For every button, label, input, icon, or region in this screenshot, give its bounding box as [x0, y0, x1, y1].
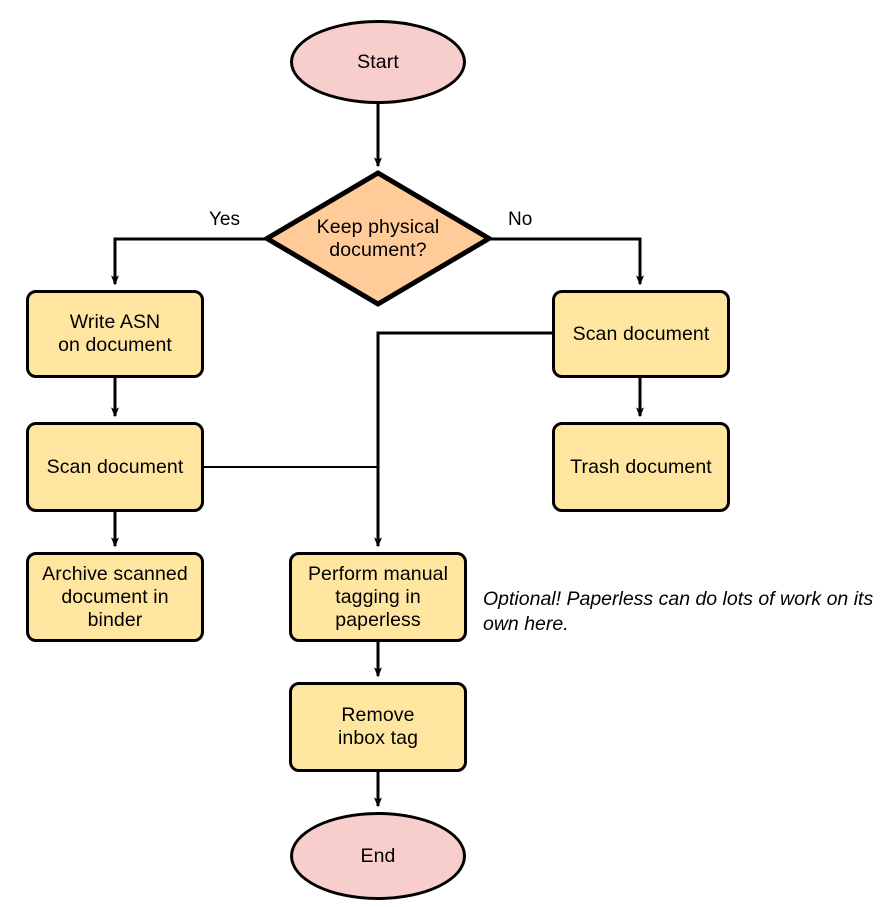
edge-decision-yes-to-write-asn — [111, 237, 266, 286]
diamond-shape — [264, 170, 492, 307]
node-trash-document[interactable]: Trash document — [552, 422, 730, 512]
edge-label-yes: Yes — [209, 209, 240, 231]
node-scan-document-left[interactable]: Scan document — [26, 422, 204, 512]
node-scan-document-right[interactable]: Scan document — [552, 290, 730, 378]
node-scan-document-left-label: Scan document — [46, 455, 184, 478]
node-remove-inbox-tag[interactable]: Remove inbox tag — [289, 682, 467, 772]
node-perform-manual-tagging[interactable]: Perform manual tagging in paperless — [289, 552, 467, 642]
edge-scan-right-to-tagging — [374, 331, 552, 548]
node-end-label: End — [360, 844, 396, 867]
node-remove-inbox-label: Remove inbox tag — [337, 704, 419, 749]
node-archive-label: Archive scanned document in binder — [42, 562, 188, 631]
node-end[interactable]: End — [290, 812, 466, 900]
node-scan-document-right-label: Scan document — [572, 322, 710, 345]
edge-decision-no-to-scan-right — [490, 237, 644, 286]
node-archive-scanned-document[interactable]: Archive scanned document in binder — [26, 552, 204, 642]
node-tagging-label: Perform manual tagging in paperless — [307, 562, 449, 631]
node-trash-document-label: Trash document — [570, 455, 712, 478]
node-write-asn-label: Write ASN on document — [58, 311, 172, 356]
annotation-optional-note-text: Optional! Paperless can do lots of work … — [483, 588, 874, 635]
edge-label-yes-text: Yes — [209, 209, 240, 230]
edge-label-no: No — [508, 209, 532, 231]
edge-label-no-text: No — [508, 209, 533, 230]
node-decision-label: Keep physical document? — [316, 215, 440, 261]
node-write-asn-on-document[interactable]: Write ASN on document — [26, 290, 204, 378]
annotation-optional-note: Optional! Paperless can do lots of work … — [483, 587, 883, 637]
node-decision-keep-physical-document[interactable]: Keep physical document? — [264, 170, 492, 307]
node-start-label: Start — [357, 50, 399, 73]
node-start[interactable]: Start — [290, 20, 466, 104]
